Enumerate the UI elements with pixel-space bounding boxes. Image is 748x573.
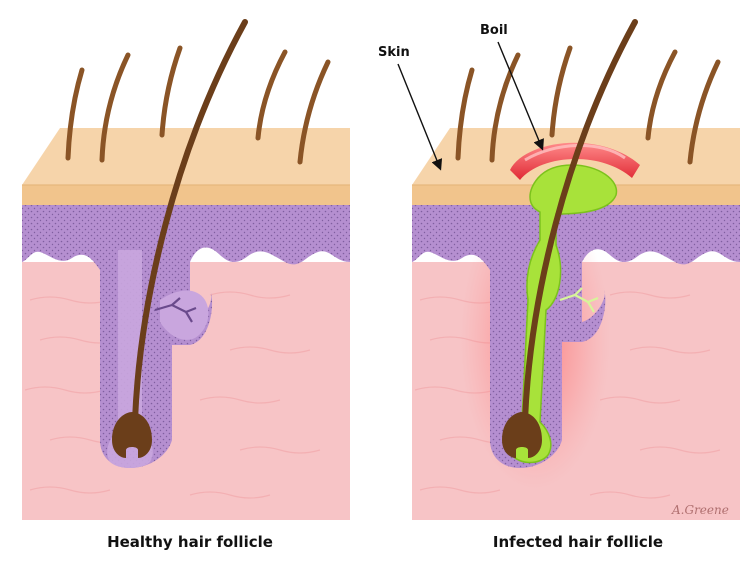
- hair-bulb-infected: [502, 412, 542, 458]
- healthy-caption: Healthy hair follicle: [107, 533, 273, 551]
- hair-bulb: [112, 412, 152, 458]
- boil-label: Boil: [480, 23, 508, 38]
- follicle-sheath: [107, 250, 153, 468]
- sebaceous-gland: [160, 290, 209, 340]
- infected-panel: A.Greene: [412, 19, 740, 520]
- hair-shaft: [132, 19, 248, 423]
- infection-pus: [508, 164, 618, 464]
- hair-shaft-infected: [522, 19, 638, 423]
- boil-arrow: [497, 41, 544, 151]
- annotation-labels: Skin Boil: [378, 23, 544, 171]
- skin-arrow: [397, 63, 443, 171]
- skin-label: Skin: [378, 45, 410, 60]
- infected-caption: Infected hair follicle: [492, 533, 664, 551]
- healthy-panel: [22, 19, 350, 520]
- artist-signature: A.Greene: [671, 503, 729, 517]
